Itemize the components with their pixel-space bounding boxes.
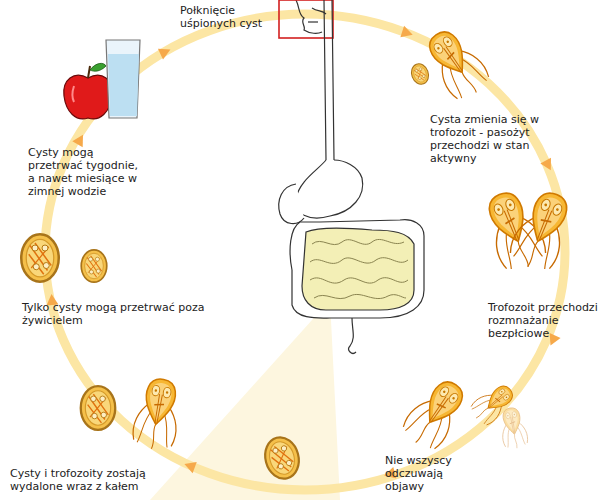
cycle-arrows (540, 158, 556, 173)
digestive-tract (302, 228, 414, 310)
cycle-arrows (158, 44, 173, 60)
stage-label: Cysta zmienia się w trofozoit - pasożyt … (430, 114, 570, 166)
human-head (296, 0, 326, 33)
stage-label: Tylko cysty mogą przetrwać poza żywiciel… (22, 302, 212, 328)
cycle-arrows (182, 458, 196, 473)
digestive-tract (349, 318, 356, 353)
life-cycle-art (419, 23, 494, 105)
water-glass (108, 54, 139, 116)
life-cycle-art (398, 373, 473, 455)
life-cycle-art (130, 376, 184, 453)
faded-trophozoite (498, 406, 529, 450)
digestive-tract (279, 0, 424, 353)
apple (90, 63, 106, 71)
highlight-wedge (150, 300, 340, 500)
stage-label: Cysty mogą przetrwać tygodnie, a nawet m… (28, 147, 148, 199)
digestive-tract (310, 239, 408, 298)
human-head (296, 0, 322, 33)
apple (64, 63, 112, 119)
water-glass (106, 40, 140, 118)
cycle-arrows (72, 132, 88, 148)
digestive-tract (324, 0, 334, 160)
apple (73, 86, 75, 102)
faded-trophozoite (498, 406, 529, 450)
stage-label: Nie wszyscy odczuwają objawy (385, 455, 485, 494)
small-cyst (409, 61, 432, 86)
life-cycle-art (81, 250, 107, 282)
stage-label: Cysty i trofozoity zostają wydalone wraz… (10, 468, 170, 494)
life-cycle-art (261, 434, 304, 483)
small-cyst (409, 61, 432, 86)
water-glass (106, 40, 140, 118)
cycle-arrows (400, 26, 414, 41)
stage-label: Trofozoit przechodzi rozmnażanie bezpłci… (488, 302, 600, 341)
life-cycle-art (81, 386, 116, 430)
cycle-ring (45, 14, 565, 490)
apple (64, 75, 112, 119)
human-head (308, 21, 318, 22)
life-cycle-art (21, 234, 59, 282)
cycle-arrows (45, 26, 560, 482)
digestive-tract (295, 160, 362, 218)
stage-label: Połknięcie uśpionych cyst (180, 5, 276, 31)
apple (88, 66, 90, 78)
digestive-tract (279, 184, 304, 224)
life-cycle-art (506, 186, 579, 276)
digestive-tract (290, 220, 424, 318)
